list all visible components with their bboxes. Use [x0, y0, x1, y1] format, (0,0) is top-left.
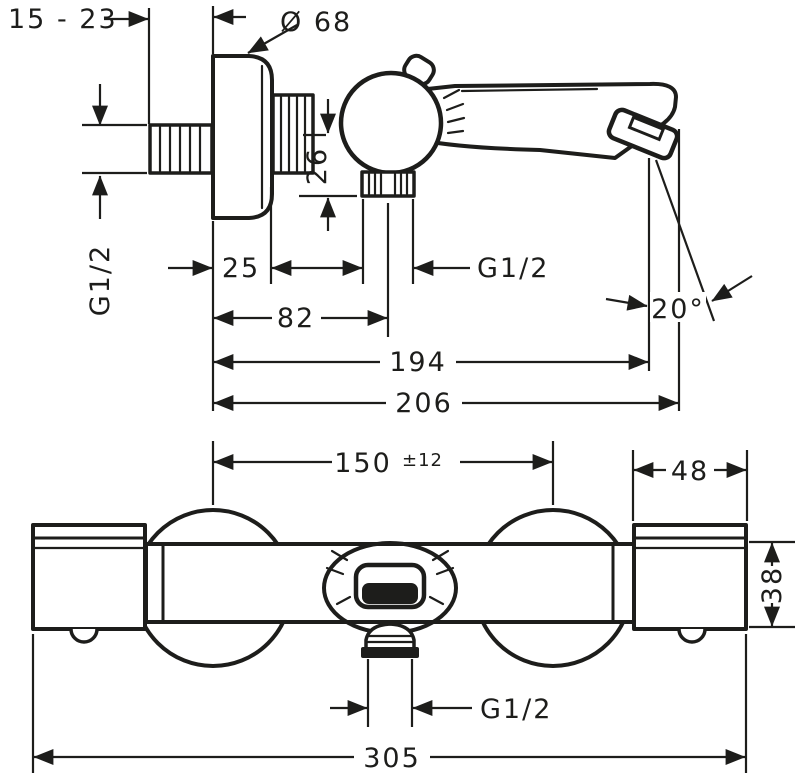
right-handle-screw-bump	[677, 628, 707, 644]
dim-label-hose-outlet-thread: G1/2	[480, 694, 552, 725]
side-view-drawing: 15 - 23 Ø 68 G1/2 26	[8, 4, 753, 419]
wall-escutcheon	[211, 54, 274, 220]
dim-label-escutcheon-diameter: Ø 68	[280, 7, 352, 38]
dim-label-wall-distance: 15 - 23	[8, 4, 118, 35]
thermostat-knob	[338, 70, 444, 176]
dim-label-outlet-height: 26	[302, 147, 333, 185]
spout	[398, 81, 678, 160]
bottom-outlet-nut	[360, 170, 416, 198]
wall-supply-pipe	[148, 123, 214, 175]
dim-label-spout-reach-aerator: 194	[389, 347, 447, 378]
dim-label-inlet-centers-tolerance: ±12	[402, 450, 443, 471]
dim-label-escutcheon-to-valve: 25	[222, 253, 260, 284]
dim-label-outlet-center-distance: 82	[277, 303, 315, 334]
dim-label-body-diameter: 38	[757, 566, 788, 604]
left-handle	[31, 523, 147, 644]
front-view-dimensions: 150 ±12 48 38 G1/2 305	[31, 441, 795, 774]
spout-shading-ticks	[442, 88, 466, 135]
side-view-dimensions: 15 - 23 Ø 68 G1/2 26	[8, 4, 753, 419]
right-handle	[632, 523, 748, 644]
dim-label-inlet-thread: G1/2	[85, 244, 116, 316]
hose-outlet	[361, 622, 419, 658]
dim-label-overall-width: 305	[363, 743, 421, 774]
spout-aerator	[606, 107, 680, 161]
dim-label-handle-width: 48	[671, 456, 709, 487]
dim-label-aerator-angle: 20°	[651, 294, 705, 325]
dim-label-spout-reach-total: 206	[395, 388, 453, 419]
dim-label-outlet-thread: G1/2	[477, 253, 549, 284]
left-handle-screw-bump	[69, 628, 99, 644]
dim-label-inlet-centers: 150	[334, 448, 392, 479]
front-view-drawing: 150 ±12 48 38 G1/2 305	[31, 441, 795, 774]
